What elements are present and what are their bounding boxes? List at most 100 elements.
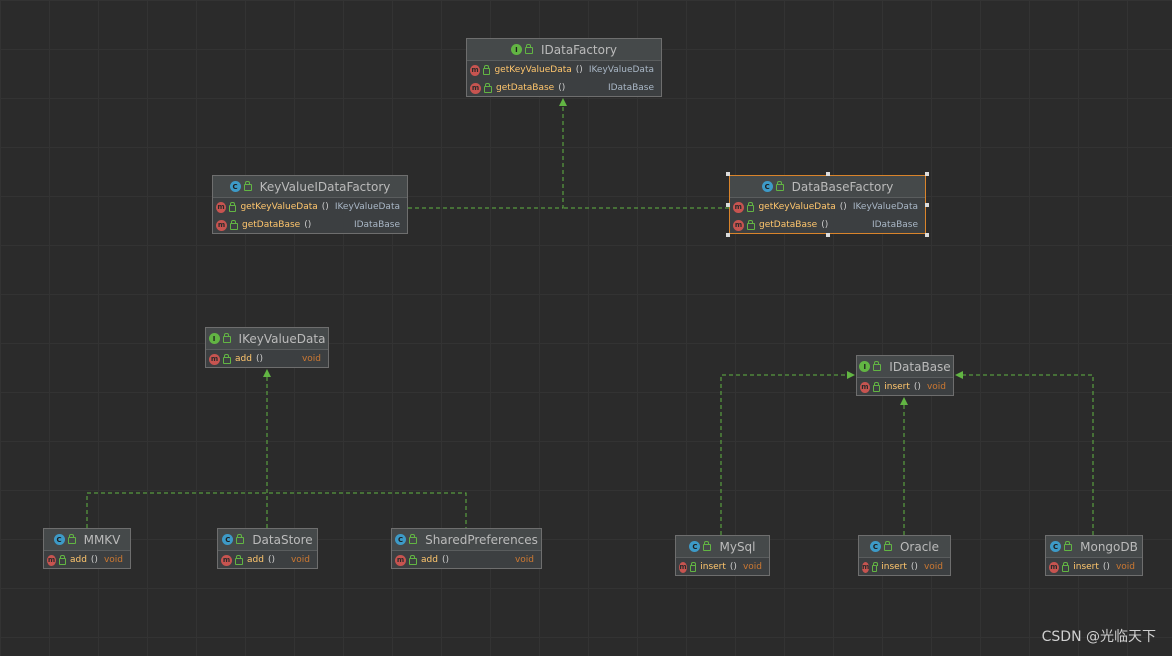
public-lock-icon [483,64,491,75]
method-icon: m [209,353,220,365]
method-return-type: void [923,562,943,572]
public-lock-icon [235,554,243,565]
edge-arrowhead [900,397,908,405]
public-lock-icon [409,554,417,565]
method-name: add [247,555,264,565]
method-params: () [90,555,98,565]
node-header: C SharedPreferences [392,529,541,551]
method-return-type: IDataBase [607,83,654,93]
edge-arrowhead [559,98,567,106]
node-shared-preferences[interactable]: C SharedPreferences m add() void [391,528,542,569]
method-return-type: IDataBase [353,220,400,230]
method-params: () [255,354,263,364]
method-icon: m [395,554,406,566]
selection-handle[interactable] [825,172,830,176]
node-title: Oracle [899,539,940,554]
edge-mysql-to-idatabase [720,374,854,535]
node-title: KeyValueIDataFactory [259,179,391,194]
public-lock-icon [243,181,252,191]
interface-icon: I [510,44,522,55]
node-title: DataStore [252,532,313,547]
public-lock-icon [236,534,245,544]
method-params: () [821,220,829,230]
method-return-type: void [103,555,123,565]
class-icon: C [761,181,773,192]
node-title: MongoDB [1080,539,1138,554]
method-params: () [1102,562,1110,572]
method-row[interactable]: m add() void [392,551,541,569]
method-params: () [304,220,312,230]
method-name: add [235,354,252,364]
edge-arrowhead [263,369,271,377]
selection-handle[interactable] [925,172,929,176]
class-icon: C [222,534,234,545]
selection-handle[interactable] [825,233,830,237]
node-header: C MongoDB [1046,536,1142,558]
method-name: getDataBase [242,220,301,230]
class-icon: C [53,534,65,545]
method-params: () [321,202,329,212]
public-lock-icon [883,541,892,551]
node-title: SharedPreferences [425,532,538,547]
node-header: C Oracle [859,536,950,558]
node-title: IDataFactory [540,42,618,57]
method-params: () [575,65,583,75]
method-icon: m [47,554,57,566]
method-icon: m [470,82,481,94]
method-name: insert [884,382,910,392]
selection-handle[interactable] [726,202,730,207]
public-lock-icon [689,561,697,572]
public-lock-icon [872,561,879,572]
selection-handle[interactable] [925,202,929,207]
class-icon: C [395,534,407,545]
method-params: () [267,555,275,565]
method-name: insert [881,562,907,572]
method-name: getKeyValueData [758,202,836,212]
public-lock-icon [230,219,238,230]
public-lock-icon [222,333,231,343]
edge-mongodb-to-idatabase [956,374,1094,535]
class-icon: C [1050,541,1062,552]
public-lock-icon [524,44,533,54]
method-name: add [421,555,438,565]
selection-handle[interactable] [925,233,929,237]
method-return-type: IDataBase [871,220,918,230]
method-params: () [441,555,449,565]
method-params: () [729,562,737,572]
class-icon: C [869,541,881,552]
method-name: getKeyValueData [240,202,318,212]
selection-handle[interactable] [726,172,730,176]
method-return-type: void [514,555,534,565]
selection-handle[interactable] [726,233,730,237]
public-lock-icon [872,381,881,392]
method-params: () [839,202,847,212]
method-name: getDataBase [759,220,818,230]
